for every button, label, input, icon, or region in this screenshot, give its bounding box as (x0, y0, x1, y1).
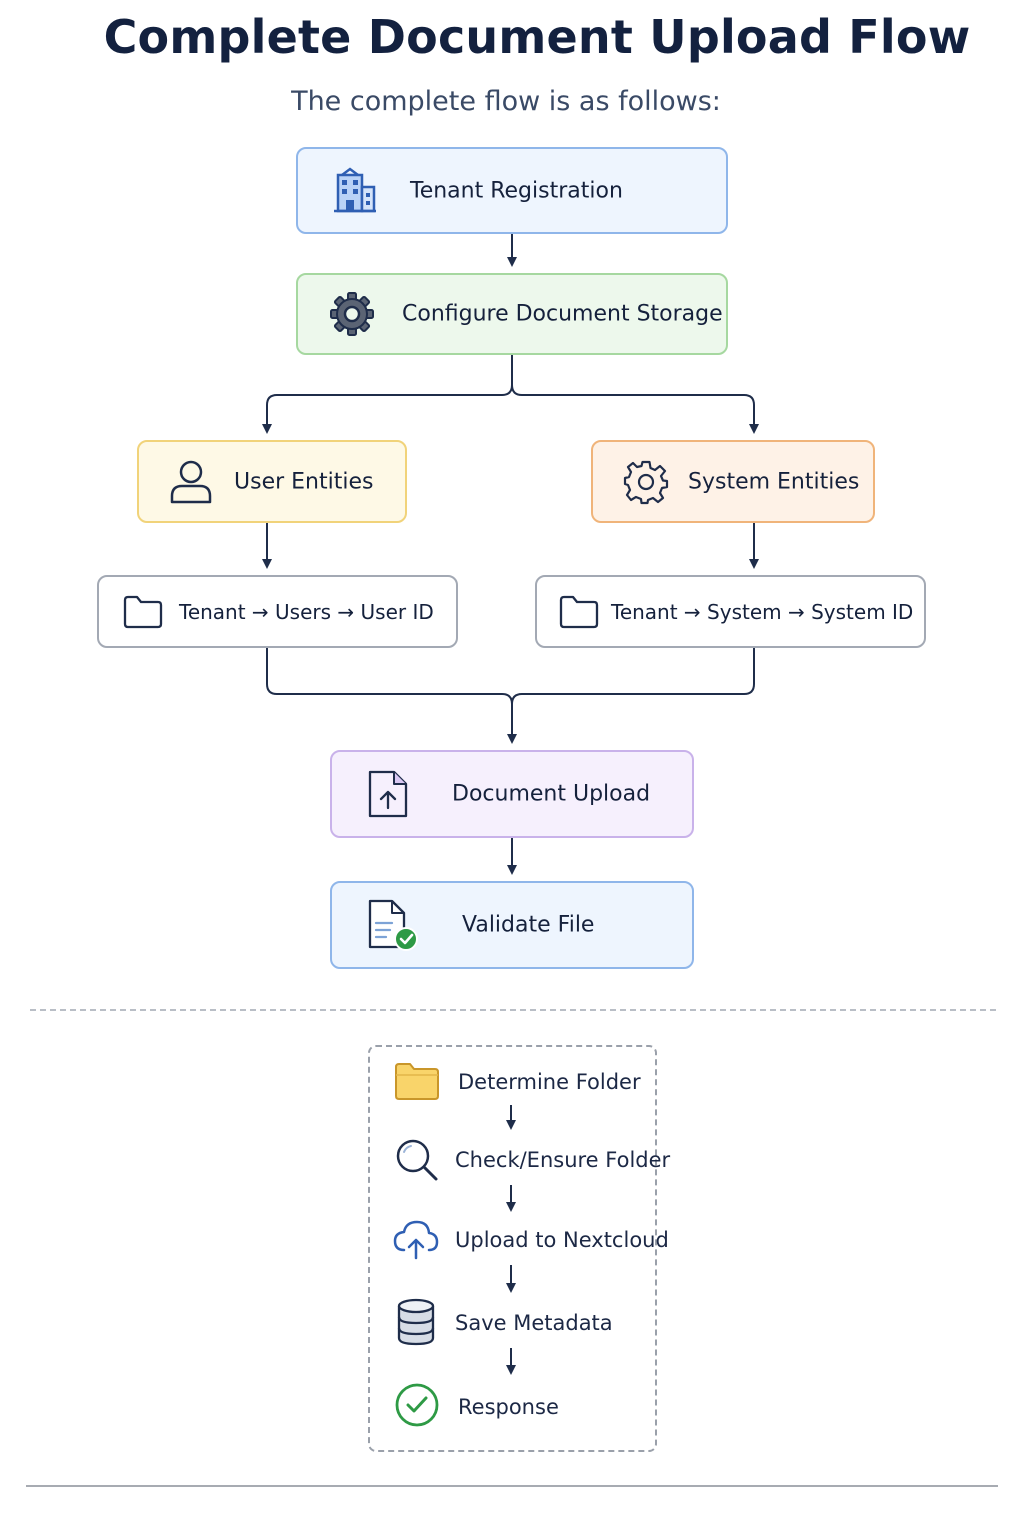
arrow-storage-to-user-entities (262, 355, 513, 434)
tenant-registration-label: Tenant Registration (410, 178, 623, 203)
check-circle-icon (395, 1383, 439, 1427)
step-save-metadata: Save Metadata (455, 1311, 613, 1335)
user-icon (170, 460, 212, 503)
section-divider (30, 1009, 996, 1011)
search-icon (396, 1139, 438, 1181)
configure-storage-step: Configure Document Storage (296, 273, 728, 355)
cloud-upload-icon (393, 1220, 439, 1260)
validate-file-step: Validate File (330, 881, 694, 969)
arrow-storage-to-system-entities (511, 384, 759, 434)
system-entities-step: System Entities (591, 440, 875, 523)
gear-icon (623, 460, 669, 504)
document-upload-step: Document Upload (330, 750, 694, 838)
sub-process-panel (368, 1045, 657, 1452)
folder-icon (123, 595, 163, 628)
file-upload-icon (368, 770, 408, 818)
building-icon (334, 166, 376, 212)
user-entities-step: User Entities (137, 440, 407, 523)
system-entities-label: System Entities (688, 469, 860, 494)
document-upload-label: Document Upload (452, 781, 651, 807)
gear-icon (330, 292, 374, 336)
user-folder-path: Tenant → Users → User ID (97, 575, 458, 648)
merge-user-path (266, 648, 513, 705)
validate-file-label: Validate File (462, 912, 595, 938)
user-path-label: Tenant → Users → User ID (179, 599, 434, 624)
system-path-label: Tenant → System → System ID (611, 599, 914, 624)
database-icon (397, 1298, 435, 1346)
step-determine-folder: Determine Folder (458, 1070, 641, 1094)
system-folder-path: Tenant → System → System ID (535, 575, 926, 648)
bottom-divider (26, 1485, 998, 1487)
step-upload-nextcloud: Upload to Nextcloud (455, 1228, 669, 1252)
folder-icon (559, 595, 599, 628)
step-response: Response (458, 1395, 559, 1419)
folder-icon (395, 1063, 439, 1100)
user-entities-label: User Entities (234, 469, 374, 494)
configure-storage-label: Configure Document Storage (402, 301, 723, 327)
step-check-ensure-folder: Check/Ensure Folder (455, 1148, 671, 1172)
tenant-registration-step: Tenant Registration (296, 147, 728, 234)
merge-system-path (507, 648, 755, 744)
diagram-title: Complete Document Upload Flow (103, 10, 971, 64)
diagram-subtitle: The complete flow is as follows: (291, 86, 721, 117)
file-check-icon (368, 899, 418, 951)
